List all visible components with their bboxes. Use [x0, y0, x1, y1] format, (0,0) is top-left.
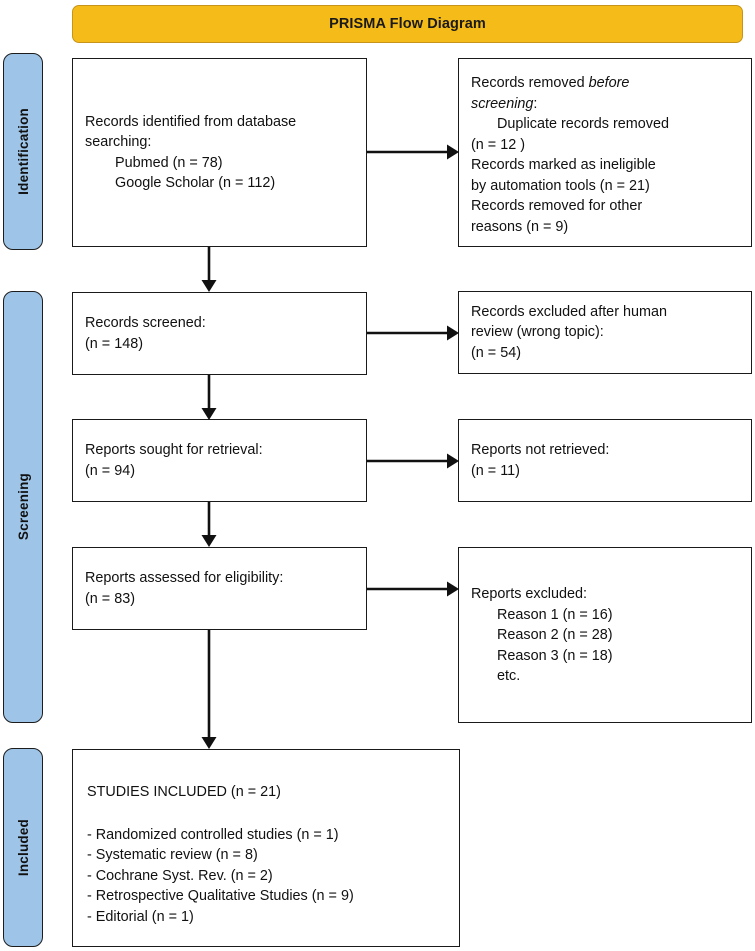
records-removed-ineligible-1: Records marked as ineligible [471, 157, 656, 173]
arrow-sought-to-assessed [198, 502, 220, 548]
diagram-title-bar: PRISMA Flow Diagram [72, 5, 743, 43]
reports-not-retrieved-label: Reports not retrieved: [471, 442, 610, 458]
stage-included-label: Included [15, 818, 31, 877]
diagram-title: PRISMA Flow Diagram [329, 16, 486, 32]
arrow-screened-to-excluded [367, 322, 460, 344]
box-records-excluded-human-review: Records excluded after human review (wro… [458, 291, 752, 374]
arrow-sought-to-not-retrieved [367, 450, 460, 472]
arrow-identified-to-screened [198, 247, 220, 293]
records-removed-other-1: Records removed for other [471, 198, 643, 214]
reports-excluded-etc: etc. [497, 668, 521, 684]
studies-included-item-2: - Systematic review (n = 8) [87, 847, 258, 863]
reports-not-retrieved-count: (n = 11) [471, 462, 520, 479]
box-records-screened: Records screened: (n = 148) [72, 292, 367, 375]
studies-included-item-4: - Retrospective Qualitative Studies (n =… [87, 888, 354, 904]
box-reports-excluded: Reports excluded: Reason 1 (n = 16) Reas… [458, 547, 752, 723]
reports-excluded-reason-2: Reason 2 (n = 28) [497, 627, 613, 643]
records-identified-line-2: searching: [85, 134, 152, 150]
arrow-screened-to-sought [198, 375, 220, 421]
records-excluded-line-1: Records excluded after human [471, 303, 667, 320]
studies-included-item-1: - Randomized controlled studies (n = 1) [87, 826, 339, 843]
reports-excluded-reason-1: Reason 1 (n = 16) [497, 606, 613, 623]
records-removed-duplicates-n: (n = 12 ) [471, 136, 525, 153]
records-removed-line-2: screening: [471, 94, 739, 115]
box-records-identified: Records identified from database searchi… [72, 58, 367, 247]
records-excluded-line-2: review (wrong topic): [471, 324, 604, 341]
records-removed-ineligible-2: by automation tools (n = 21) [471, 177, 650, 194]
records-removed-emph-screening: screening [471, 95, 534, 112]
records-removed-duplicates: Duplicate records removed [497, 116, 669, 132]
records-removed-colon: : [533, 95, 538, 112]
box-studies-included: STUDIES INCLUDED (n = 21) - Randomized c… [72, 749, 460, 947]
records-screened-count: (n = 148) [85, 335, 143, 352]
reports-sought-count: (n = 94) [85, 462, 135, 479]
studies-included-heading: STUDIES INCLUDED (n = 21) [87, 784, 281, 800]
records-removed-line-1: Records removed before [471, 73, 739, 94]
records-removed-text-a: Records removed [471, 75, 589, 91]
reports-excluded-label: Reports excluded: [471, 586, 587, 602]
records-identified-google-scholar: Google Scholar (n = 112) [115, 175, 276, 191]
reports-excluded-reason-3: Reason 3 (n = 18) [497, 647, 613, 664]
box-reports-assessed-eligibility: Reports assessed for eligibility: (n = 8… [72, 547, 367, 630]
arrow-assessed-to-reports-excluded [367, 578, 460, 600]
reports-assessed-label: Reports assessed for eligibility: [85, 570, 284, 586]
arrow-assessed-to-studies-included [198, 630, 220, 750]
records-removed-other-2: reasons (n = 9) [471, 218, 569, 235]
reports-assessed-count: (n = 83) [85, 590, 135, 607]
arrow-identified-to-removed [367, 141, 460, 163]
studies-included-item-3: - Cochrane Syst. Rev. (n = 2) [87, 867, 273, 884]
box-records-removed-before-screening: Records removed before screening: Duplic… [458, 58, 752, 247]
records-identified-pubmed: Pubmed (n = 78) [115, 154, 223, 171]
records-screened-label: Records screened: [85, 315, 206, 331]
box-reports-not-retrieved: Reports not retrieved: (n = 11) [458, 419, 752, 502]
stage-identification-label: Identification [15, 108, 31, 195]
stage-screening-label: Screening [15, 473, 31, 541]
records-removed-emph-before: before [588, 75, 630, 91]
stage-included: Included [3, 748, 43, 947]
stage-screening: Screening [3, 291, 43, 723]
records-identified-line-1: Records identified from database [85, 113, 297, 130]
reports-sought-label: Reports sought for retrieval: [85, 442, 263, 458]
stage-identification: Identification [3, 53, 43, 250]
records-excluded-count: (n = 54) [471, 344, 521, 361]
studies-included-item-5: - Editorial (n = 1) [87, 908, 194, 925]
box-reports-sought-retrieval: Reports sought for retrieval: (n = 94) [72, 419, 367, 502]
